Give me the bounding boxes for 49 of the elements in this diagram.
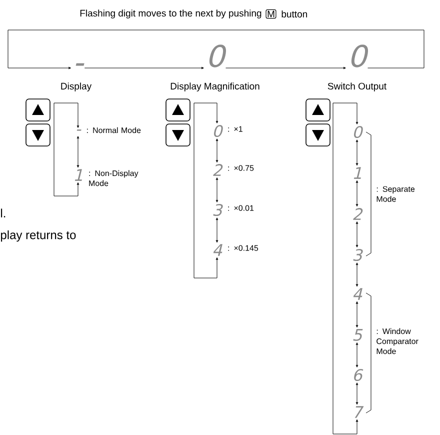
arrow — [194, 102, 218, 278]
segment-digit: 4 — [353, 288, 362, 300]
arrow — [356, 140, 358, 166]
arrow — [332, 102, 358, 434]
segment-digit: - — [76, 63, 84, 66]
body-text: play returns to — [0, 230, 76, 242]
column-heading: Display — [61, 82, 92, 92]
segment-digit: 5 — [353, 329, 363, 341]
segment-digit: 1 — [354, 167, 361, 179]
arrow — [8, 30, 424, 70]
mode-label: : Normal Mode — [87, 127, 141, 134]
segment-digit: 7 — [354, 406, 364, 418]
arrow — [356, 382, 358, 405]
arrow — [216, 138, 218, 162]
segment-digit: - — [76, 129, 82, 131]
instruction-text: button — [282, 10, 307, 18]
mode-label: : ×1 — [228, 126, 242, 132]
segment-digit: 2 — [213, 164, 223, 176]
column-heading: Switch Output — [328, 82, 386, 92]
body-text: l. — [1, 208, 6, 218]
segment-digit: 3 — [213, 204, 223, 216]
mode-label: : ×0.145 — [228, 245, 258, 251]
segment-digit: 2 — [353, 208, 363, 220]
column-heading: Display Magnification — [170, 82, 260, 92]
arrow — [84, 66, 204, 70]
segment-digit: 0 — [214, 124, 223, 138]
mode-label: : Window Comparator Mode — [376, 328, 418, 354]
segment-digit: 0 — [209, 44, 226, 68]
instruction-text: Flashing digit moves to the next by pushing — [80, 10, 262, 18]
arrow — [216, 178, 218, 202]
arrow — [76, 136, 80, 168]
arrow — [356, 301, 358, 328]
mode-label: : Separate Mode — [376, 186, 415, 202]
segment-digit: 1 — [74, 169, 82, 181]
mode-label: : ×0.75 — [228, 165, 254, 171]
arrow — [356, 180, 358, 206]
segment-digit: 3 — [353, 248, 363, 262]
segment-digit: 6 — [354, 368, 364, 382]
segment-digit: 0 — [354, 126, 363, 138]
arrow — [356, 342, 358, 368]
arrow — [356, 262, 358, 287]
mode-label: : Non-Display Mode — [89, 170, 138, 186]
mode-label: : ×0.01 — [228, 205, 254, 211]
arrow — [216, 218, 218, 243]
arrow — [356, 222, 358, 248]
segment-digit: 0 — [351, 44, 368, 68]
arrow — [54, 102, 80, 196]
segment-digit: 4 — [213, 244, 222, 256]
arrow — [226, 66, 346, 70]
